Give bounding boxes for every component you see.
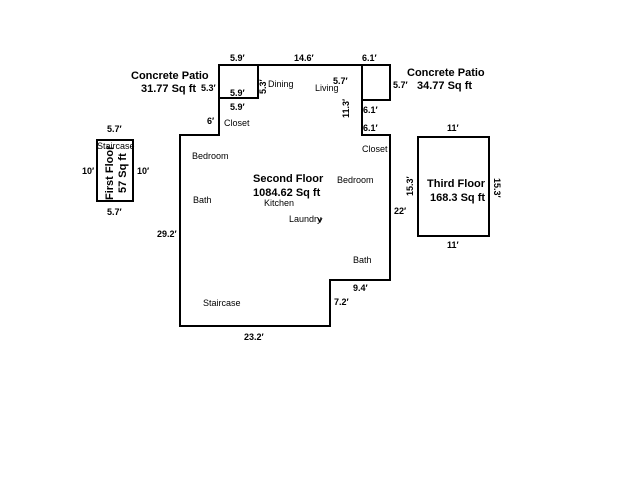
patio-right-area: 34.77 Sq ft	[417, 80, 472, 92]
room-dining: Dining	[268, 79, 294, 89]
dim-patio-left-bottom: 5.9′	[230, 88, 245, 98]
patio-left-name: Concrete Patio	[131, 70, 209, 82]
laundry-mark-icon	[317, 217, 323, 224]
dim-third-left: 15.3′	[405, 176, 415, 196]
dim-first-left: 10′	[82, 166, 94, 176]
room-laundry: Laundry	[289, 214, 322, 224]
patio-right-name: Concrete Patio	[407, 67, 485, 79]
room-bath-left: Bath	[193, 195, 212, 205]
room-bath-right: Bath	[353, 255, 372, 265]
dim-bottom-wall: 23.2′	[244, 332, 264, 342]
room-closet-left: Closet	[224, 118, 250, 128]
dim-third-top: 11′	[447, 123, 459, 133]
dim-patio-right-top: 6.1′	[362, 53, 377, 63]
dim-patio-left-under: 5.9′	[230, 102, 245, 112]
room-closet-right: Closet	[362, 144, 388, 154]
dim-patio-left-inner: 5.3′	[258, 79, 268, 94]
dim-patio-right-bottom: 6.1′	[363, 105, 378, 115]
room-living: Living	[315, 83, 339, 93]
dim-first-top: 5.7′	[107, 124, 122, 134]
dim-stem-left: 6′	[207, 116, 214, 126]
third-floor-area: 168.3 Sq ft	[430, 192, 485, 204]
dim-right-top: 6.1′	[363, 123, 378, 133]
second-floor-outline	[179, 64, 391, 327]
dim-patio-left-top: 5.9′	[230, 53, 245, 63]
dim-third-bottom: 11′	[447, 240, 459, 250]
patio-left-area: 31.77 Sq ft	[141, 83, 196, 95]
dim-right-wall: 22′	[394, 206, 406, 216]
dim-notch-top: 9.4′	[353, 283, 368, 293]
room-kitchen: Kitchen	[264, 198, 294, 208]
third-floor-outline	[417, 136, 490, 237]
room-staircase-first: Staircase	[97, 141, 135, 151]
dim-patio-left-side: 5.3′	[201, 83, 216, 93]
dim-third-right: 15.3′	[492, 178, 502, 198]
dim-patio-right-left: 5.7′	[333, 76, 348, 86]
first-floor-area: 57 Sq ft	[117, 153, 129, 193]
dim-first-right: 10′	[137, 166, 149, 176]
room-bedroom-left: Bedroom	[192, 151, 229, 161]
room-staircase-main: Staircase	[203, 298, 241, 308]
second-floor-name: Second Floor	[253, 173, 324, 185]
third-floor-name: Third Floor	[427, 178, 486, 190]
left-patio-divider	[219, 65, 259, 99]
right-patio-box	[362, 64, 391, 101]
dim-first-bottom: 5.7′	[107, 207, 122, 217]
dim-top-middle: 14.6′	[294, 53, 314, 63]
dim-left-wall: 29.2′	[157, 229, 177, 239]
dim-notch-side: 7.2′	[334, 297, 349, 307]
dim-stem-right: 11.3′	[341, 99, 351, 118]
room-bedroom-right: Bedroom	[337, 175, 374, 185]
second-floor-area: 1084.62 Sq ft	[253, 187, 321, 199]
first-floor-outline	[96, 139, 134, 202]
dim-patio-right-right: 5.7′	[393, 80, 408, 90]
first-floor-name: First Floor	[104, 145, 116, 200]
